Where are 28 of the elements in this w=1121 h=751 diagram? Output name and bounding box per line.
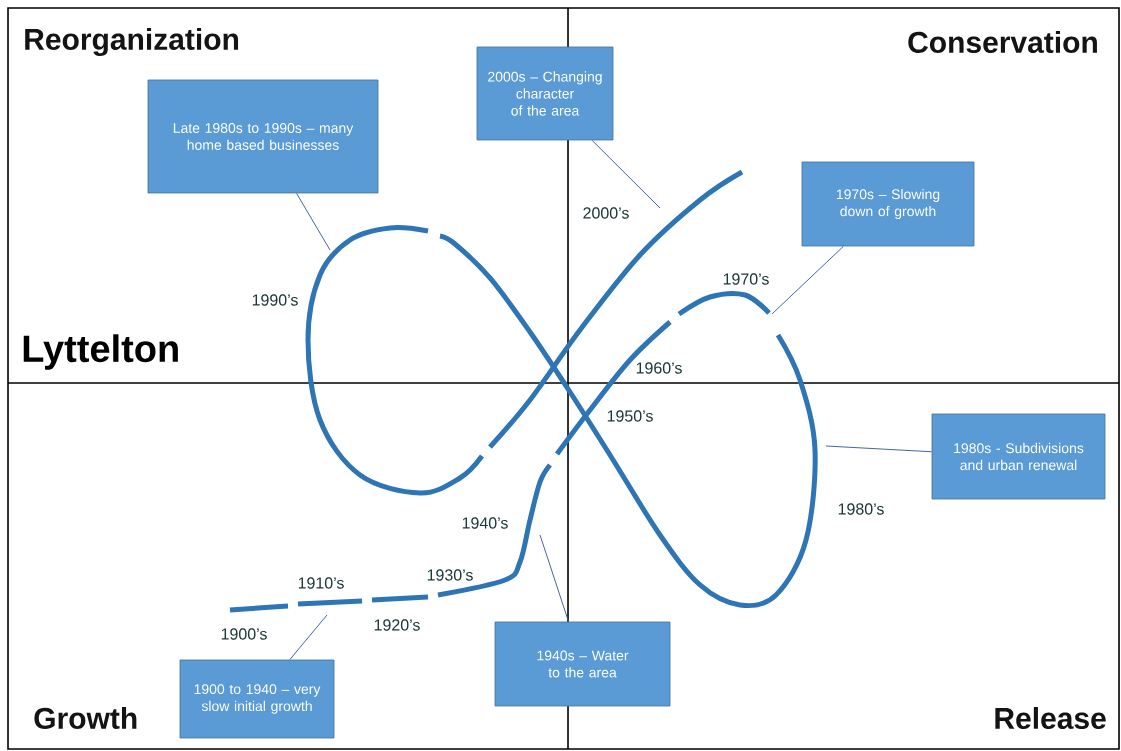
decade-label: 1950’s (607, 410, 653, 422)
leader-line (591, 139, 661, 209)
place-name: Lyttelton (20, 333, 182, 371)
decade-label: 1990’s (252, 294, 298, 306)
callout-box: 1980s - Subdivisions and urban renewal (931, 413, 1106, 500)
decade-label: 1920’s (374, 619, 420, 631)
decade-label: 1960’s (636, 362, 682, 374)
callout-box: 1970s – Slowing down of growth (801, 161, 975, 247)
leader-line (296, 192, 331, 251)
decade-label: 1970’s (723, 273, 769, 285)
decade-label: 1980’s (838, 503, 884, 515)
leader-line (825, 445, 933, 453)
quadrant-label: Growth (32, 706, 140, 730)
quadrant-label: Release (992, 706, 1108, 730)
leader-line (771, 245, 844, 315)
leader-line (289, 614, 328, 661)
quadrant-label: Reorganization (22, 26, 241, 58)
leader-line (539, 534, 569, 623)
decade-label: 2000’s (583, 207, 629, 219)
decade-label: 1940’s (462, 517, 508, 529)
callout-box: 1900 to 1940 – very slow initial growth (179, 659, 335, 739)
callout-box: Late 1980s to 1990s – many home based businesses (147, 79, 379, 194)
decade-label: 1910’s (298, 577, 344, 589)
decade-label: 1900’s (221, 628, 267, 640)
callout-box: 1940s – Water to the area (494, 621, 671, 707)
quadrant-label: Conservation (906, 30, 1100, 54)
decade-label: 1930’s (427, 569, 473, 581)
callout-box: 2000s – Changing character of the area (476, 46, 614, 141)
